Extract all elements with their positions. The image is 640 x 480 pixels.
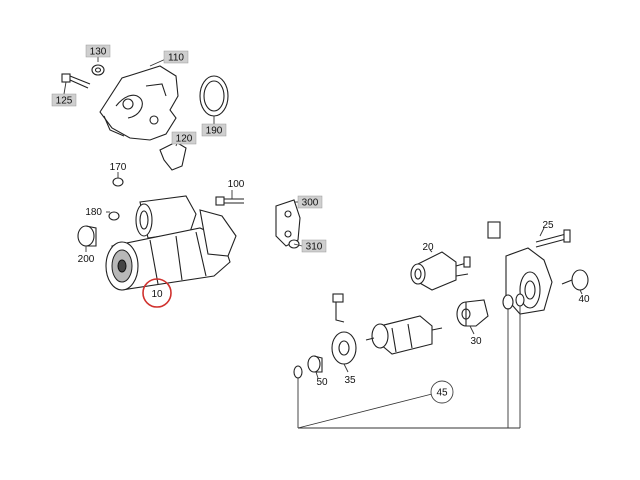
washer-pair-part[interactable] bbox=[502, 293, 525, 310]
leader-lines bbox=[63, 54, 583, 429]
label-190[interactable]: 190 bbox=[201, 123, 227, 137]
brush-holder-part[interactable] bbox=[331, 293, 357, 365]
label-120-text: 120 bbox=[176, 134, 193, 145]
label-310-text: 310 bbox=[306, 242, 323, 253]
washer-45-left-part[interactable] bbox=[293, 365, 303, 379]
label-130-text: 130 bbox=[90, 47, 107, 58]
label-40[interactable]: 40 bbox=[578, 294, 590, 305]
label-45[interactable]: 45 bbox=[430, 380, 454, 404]
label-300[interactable]: 300 bbox=[297, 195, 323, 209]
nut-part[interactable] bbox=[91, 64, 105, 76]
cap-40-part[interactable] bbox=[561, 269, 589, 291]
label-310[interactable]: 310 bbox=[301, 239, 327, 253]
label-30[interactable]: 30 bbox=[470, 336, 482, 347]
label-300-text: 300 bbox=[302, 198, 319, 209]
label-110[interactable]: 110 bbox=[163, 50, 189, 64]
label-120[interactable]: 120 bbox=[171, 131, 197, 145]
label-100[interactable]: 100 bbox=[228, 179, 245, 190]
label-125-text: 125 bbox=[56, 96, 73, 107]
bearing-50-part[interactable] bbox=[307, 355, 323, 373]
pinion-gear-part[interactable] bbox=[456, 299, 489, 327]
label-10-highlighted[interactable]: 10 bbox=[142, 278, 172, 308]
label-190-text: 190 bbox=[206, 126, 223, 137]
label-110-text: 110 bbox=[168, 53, 184, 64]
nut-170-part[interactable] bbox=[112, 177, 124, 187]
armature-part[interactable] bbox=[365, 315, 443, 355]
label-50[interactable]: 50 bbox=[316, 377, 328, 388]
label-25[interactable]: 25 bbox=[542, 220, 554, 231]
label-10-text: 10 bbox=[151, 289, 163, 300]
label-20[interactable]: 20 bbox=[422, 242, 434, 253]
cap-200-part[interactable] bbox=[77, 225, 97, 247]
label-130[interactable]: 130 bbox=[85, 44, 111, 58]
bracket-part[interactable] bbox=[99, 65, 179, 141]
label-45-text: 45 bbox=[436, 388, 448, 399]
label-200[interactable]: 200 bbox=[78, 254, 95, 265]
starter-motor-assembly[interactable] bbox=[105, 195, 237, 291]
label-125[interactable]: 125 bbox=[51, 93, 77, 107]
bolt-25-part[interactable] bbox=[535, 229, 571, 248]
solenoid-part[interactable] bbox=[410, 251, 471, 291]
washer-180-part[interactable] bbox=[108, 211, 120, 221]
label-180[interactable]: 180 bbox=[85, 207, 102, 218]
label-170[interactable]: 170 bbox=[110, 162, 127, 173]
clamp-ring-part[interactable] bbox=[199, 75, 229, 117]
small-bracket-part[interactable] bbox=[159, 141, 187, 171]
label-35[interactable]: 35 bbox=[344, 375, 356, 386]
gasket-plate-part[interactable] bbox=[275, 199, 301, 247]
bolt-100-part[interactable] bbox=[215, 196, 244, 206]
bolt-part[interactable] bbox=[61, 73, 91, 89]
